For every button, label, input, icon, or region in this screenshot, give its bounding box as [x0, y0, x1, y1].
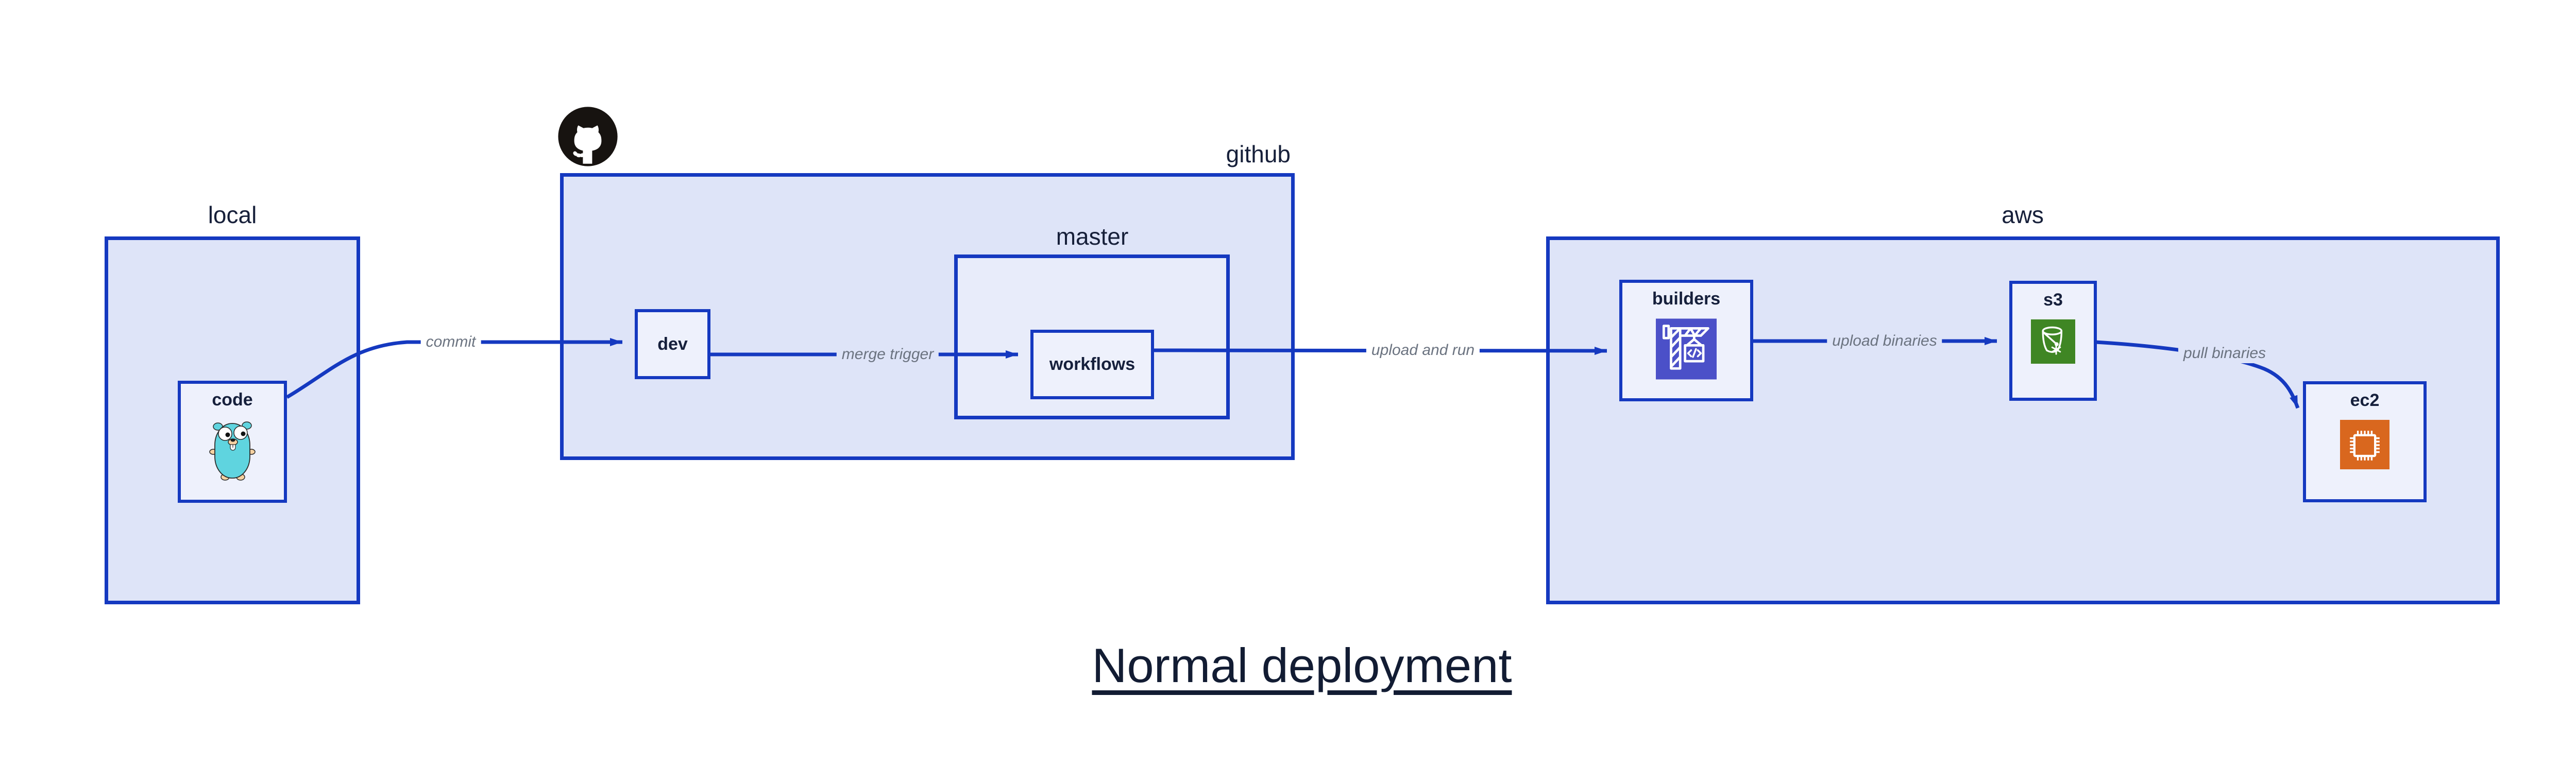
s3-label: s3 [2043, 290, 2063, 310]
node-code: code [178, 381, 287, 503]
node-ec2: ec2 [2303, 381, 2427, 502]
github-octocat-logo [558, 107, 618, 166]
github-label: github [1226, 141, 1291, 167]
node-workflows: workflows [1030, 330, 1154, 399]
ec2-label: ec2 [2350, 390, 2380, 410]
upload-binaries-edge-label: upload binaries [1827, 331, 1942, 351]
code-label: code [212, 390, 253, 410]
node-s3: s3 [2009, 281, 2097, 401]
commit-edge-label: commit [420, 332, 481, 352]
node-builders: builders [1619, 280, 1753, 401]
master-label: master [1056, 223, 1129, 250]
go-gopher-icon [209, 421, 256, 481]
workflows-label: workflows [1049, 354, 1136, 374]
local-label: local [208, 201, 257, 228]
dev-label: dev [657, 334, 688, 354]
node-dev: dev [635, 309, 710, 379]
aws-ec2-chip-icon [2340, 420, 2389, 469]
aws-label: aws [2002, 201, 2044, 228]
aws-codebuild-crane-icon [1656, 318, 1717, 380]
diagram-title: Normal deployment [1092, 638, 1512, 692]
pull-binaries-edge-label: pull binaries [2178, 344, 2272, 363]
aws-s3-bucket-icon [2031, 319, 2075, 364]
upload-and-run-edge-label: upload and run [1366, 341, 1480, 360]
merge-trigger-edge-label: merge trigger [836, 345, 939, 364]
builders-label: builders [1652, 289, 1721, 309]
